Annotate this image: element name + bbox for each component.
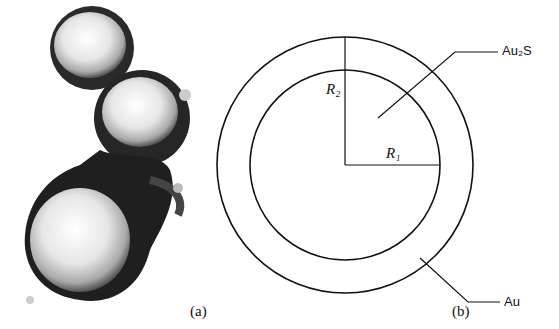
particle-shell xyxy=(94,70,190,166)
outer-circle xyxy=(217,37,473,293)
smudge xyxy=(26,296,34,304)
particle-shell xyxy=(25,150,173,301)
smudge xyxy=(179,89,191,101)
smudge xyxy=(173,183,183,193)
panel-label: (b) xyxy=(452,304,470,319)
radius-line xyxy=(344,37,345,165)
radius-label: R₂ xyxy=(326,82,340,97)
core-shell-schematic xyxy=(217,37,500,302)
radius-line xyxy=(345,164,440,165)
micrograph xyxy=(25,6,191,304)
part-label: Au₂S xyxy=(502,44,532,57)
leader-line xyxy=(378,52,498,118)
particle-core xyxy=(54,12,126,78)
leader-line xyxy=(420,258,500,302)
panel-label: (a) xyxy=(190,304,207,319)
particle-core xyxy=(102,77,178,147)
part-label: Au xyxy=(504,295,520,308)
radius-label: R₁ xyxy=(386,146,400,161)
particle-core xyxy=(30,188,130,292)
